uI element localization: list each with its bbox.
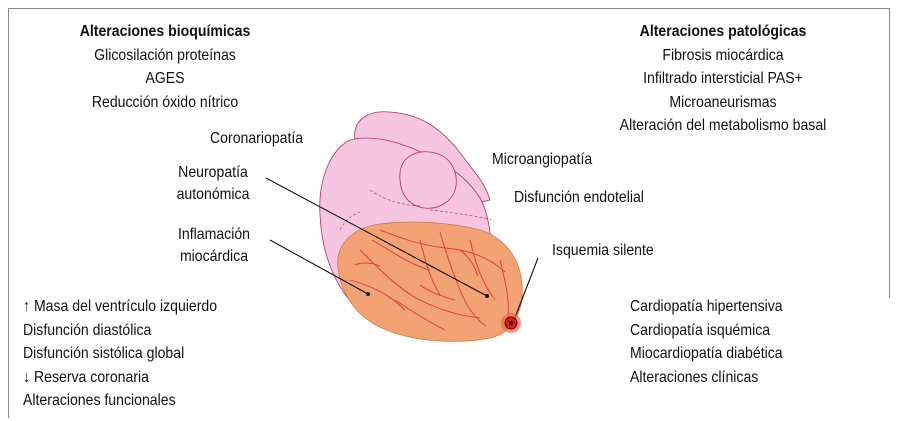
pathological-item: Infiltrado intersticial PAS+ [604, 67, 842, 91]
label-neuropatia-line2: autonómica [173, 184, 252, 206]
label-disfuncion-endotelial: Disfunción endotelial [514, 187, 644, 209]
biochemical-item: Glicosilación proteínas [73, 44, 258, 68]
ventricle [338, 222, 523, 341]
clinical-item: Miocardiopatía diabética [630, 342, 841, 366]
clinical-block: Cardiopatía hipertensiva Cardiopatía isq… [630, 295, 841, 389]
pulmonary-trunk [400, 152, 456, 209]
biochemical-item: AGES [73, 67, 258, 91]
functional-title: Alteraciones funcionales [23, 389, 269, 413]
biochemical-block: Alteraciones bioquímicas Glicosilación p… [73, 20, 258, 114]
biochemical-item: Reducción óxido nítrico [73, 91, 258, 115]
pathological-item: Microaneurismas [604, 91, 842, 115]
functional-item: Disfunción diastólica [23, 319, 269, 343]
clinical-item: Cardiopatía hipertensiva [630, 295, 841, 319]
label-inflamacion-line1: Inflamación [168, 224, 260, 246]
label-isquemia-silente: Isquemia silente [552, 240, 654, 262]
functional-block: ↑ Masa del ventrículo izquierdo Disfunci… [23, 295, 269, 413]
pathological-item: Fibrosis miocárdica [604, 44, 842, 68]
biochemical-title: Alteraciones bioquímicas [73, 20, 258, 44]
pathological-item: Alteración del metabolismo basal [604, 114, 842, 138]
connector-dot [366, 292, 370, 296]
label-coronariopatia: Coronariopatía [210, 128, 303, 150]
label-inflamacion-line2: miocárdica [168, 246, 260, 268]
label-neuropatia-line1: Neuropatía [173, 162, 252, 184]
functional-item: ↓ Reserva coronaria [23, 366, 269, 390]
functional-item: Disfunción sistólica global [23, 342, 269, 366]
functional-item: ↑ Masa del ventrículo izquierdo [23, 295, 269, 319]
label-neuropatia: Neuropatía autonómica [173, 162, 252, 206]
label-microangiopatia: Microangiopatía [492, 149, 592, 171]
clinical-item: Cardiopatía isquémica [630, 319, 841, 343]
connector-dot [485, 294, 489, 298]
ischemia-dot-core [509, 321, 513, 325]
clinical-title: Alteraciones clínicas [630, 366, 841, 390]
pathological-title: Alteraciones patológicas [604, 20, 842, 44]
pathological-block: Alteraciones patológicas Fibrosis miocár… [604, 20, 842, 138]
label-inflamacion: Inflamación miocárdica [168, 224, 260, 268]
